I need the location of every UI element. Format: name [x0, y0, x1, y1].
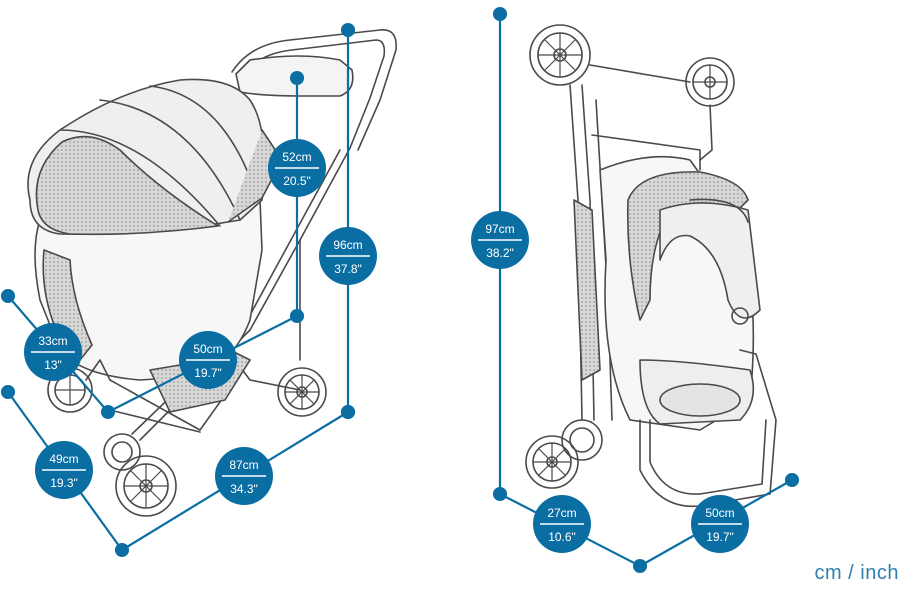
badge-base-length: 87cm 34.3"	[215, 447, 273, 505]
badge-folded-height-cm: 97cm	[485, 222, 514, 236]
badge-base-length-inch: 34.3"	[230, 482, 258, 496]
badge-base-width: 49cm 19.3"	[35, 441, 93, 499]
badge-carrier-width: 33cm 13"	[24, 323, 82, 381]
badge-handle-height-cm: 52cm	[282, 150, 311, 164]
badge-folded-height: 97cm 38.2"	[471, 211, 529, 269]
badge-total-height-cm: 96cm	[333, 238, 362, 252]
badge-folded-width-inch: 19.7"	[706, 530, 734, 544]
badge-folded-width: 50cm 19.7"	[691, 495, 749, 553]
badge-base-width-inch: 19.3"	[50, 476, 78, 490]
badge-carrier-length: 50cm 19.7"	[179, 331, 237, 389]
badge-folded-depth-cm: 27cm	[547, 506, 576, 520]
folded-stroller-drawing	[525, 24, 777, 508]
unit-legend: cm / inch	[814, 562, 899, 584]
badge-total-height: 96cm 37.8"	[319, 227, 377, 285]
badge-base-length-cm: 87cm	[229, 458, 258, 472]
badge-folded-depth-inch: 10.6"	[548, 530, 576, 544]
badge-handle-height: 52cm 20.5"	[268, 139, 326, 197]
badge-carrier-width-inch: 13"	[44, 358, 62, 372]
badge-carrier-length-inch: 19.7"	[194, 366, 222, 380]
badge-folded-width-cm: 50cm	[705, 506, 734, 520]
badge-folded-depth: 27cm 10.6"	[533, 495, 591, 553]
badge-base-width-cm: 49cm	[49, 452, 78, 466]
badge-folded-height-inch: 38.2"	[486, 246, 514, 260]
badge-handle-height-inch: 20.5"	[283, 174, 311, 188]
badge-carrier-width-cm: 33cm	[38, 334, 67, 348]
badge-total-height-inch: 37.8"	[334, 262, 362, 276]
badge-carrier-length-cm: 50cm	[193, 342, 222, 356]
